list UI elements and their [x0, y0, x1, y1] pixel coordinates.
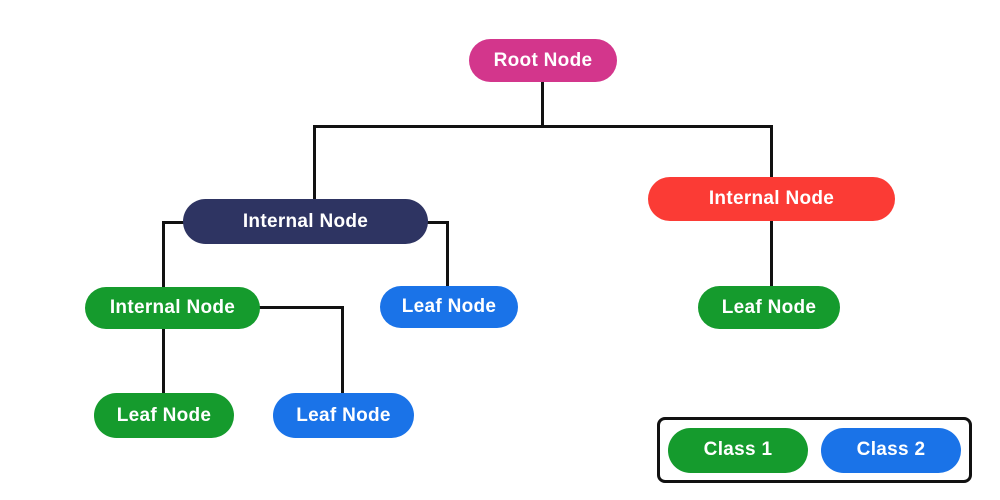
- node-root: Root Node: [469, 39, 617, 82]
- node-leaf-middle: Leaf Node: [380, 286, 518, 328]
- connector-internal-left-to-leaf-h: [424, 221, 449, 224]
- connector-internal-left-to-child-v: [162, 221, 165, 289]
- legend-box: Class 1 Class 2: [657, 417, 972, 483]
- connector-drop-to-internal-right: [770, 125, 773, 179]
- node-internal-left-child: Internal Node: [85, 287, 260, 329]
- connector-root-children-bar: [313, 125, 773, 128]
- node-internal-left: Internal Node: [183, 199, 428, 244]
- node-leaf-bottom-left: Leaf Node: [94, 393, 234, 438]
- connector-green-internal-to-leaf: [162, 329, 165, 395]
- legend-class-1-pill: Class 1: [668, 427, 808, 473]
- connector-root-stem: [541, 81, 544, 127]
- connector-internal-left-to-child-h: [162, 221, 187, 224]
- connector-green-internal-to-blue-leaf-h: [256, 306, 344, 309]
- node-leaf-right: Leaf Node: [698, 286, 840, 329]
- connector-green-internal-to-blue-leaf-v: [341, 306, 344, 394]
- connector-internal-right-to-leaf: [770, 221, 773, 287]
- connector-drop-to-internal-left: [313, 125, 316, 201]
- node-internal-right: Internal Node: [648, 177, 895, 221]
- node-leaf-bottom-middle: Leaf Node: [273, 393, 414, 438]
- connector-internal-left-to-leaf-v: [446, 221, 449, 287]
- legend-class-2-pill: Class 2: [821, 427, 961, 473]
